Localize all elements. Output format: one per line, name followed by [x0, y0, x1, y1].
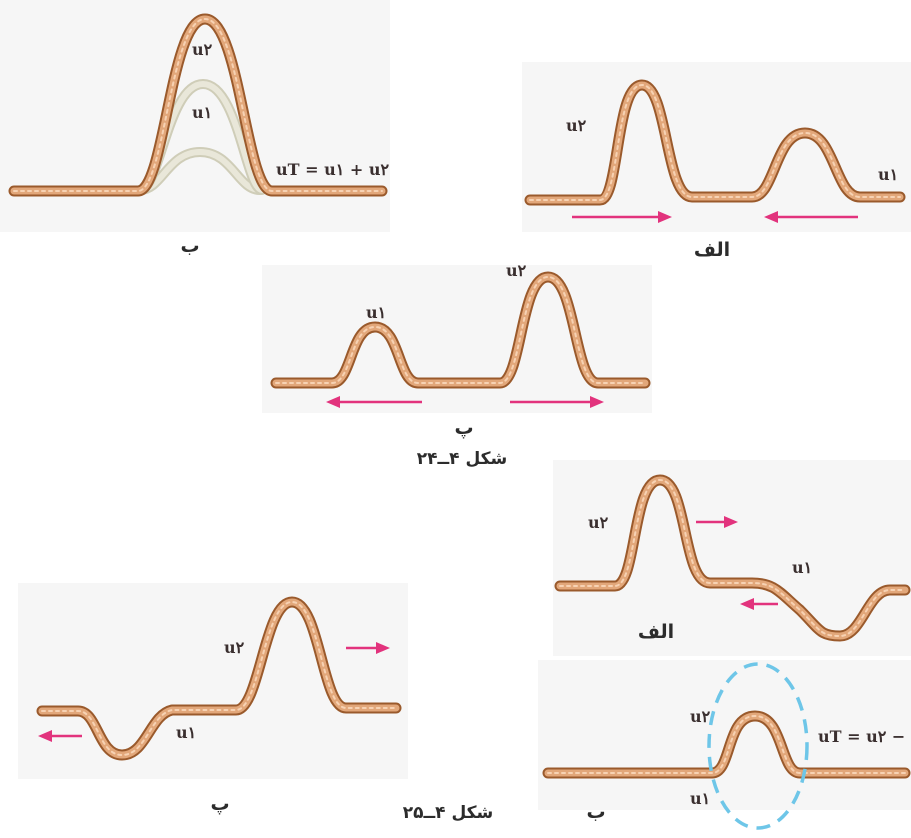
fig25-pe-arrow-right-head — [376, 642, 390, 654]
fig25-be-diff-label: uT = u۲ − u۱ — [818, 727, 911, 746]
fig24-be-caption: ب — [180, 235, 199, 257]
fig24-be-rope-twist — [13, 17, 383, 192]
fig24-panel-be: u۲ u۱ uT = u۱ + u۲ ب — [0, 0, 390, 257]
fig25-be-background — [538, 660, 911, 810]
fig24-panel-alef: u۲ u۱ الف — [522, 62, 911, 261]
fig24-be-sum-label: uT = u۱ + u۲ — [276, 160, 389, 179]
fig24-pe-arrow-right-head — [590, 396, 604, 408]
fig25-be-u1-label: u۱ — [690, 789, 710, 808]
fig25-alef-caption: الف — [638, 621, 674, 643]
fig24-be-u1-label: u۱ — [192, 103, 212, 122]
fig25-pe-arrow-left-head — [38, 730, 52, 742]
fig25-be-u2-label: u۲ — [690, 707, 711, 726]
fig24-alef-arrow-left — [764, 211, 858, 223]
fig24-panel-pe: u۱ u۲ پ — [262, 261, 652, 439]
fig25-pe-background — [18, 583, 408, 779]
fig24-alef-arrow-right-head — [658, 211, 672, 223]
fig25-pe-arrow-right — [346, 642, 390, 654]
fig24-pe-arrow-left — [326, 396, 422, 408]
fig24-pe-arrow-right — [510, 396, 604, 408]
fig24-pe-u2-label: u۲ — [506, 261, 527, 280]
fig25-pe-u1-label: u۱ — [176, 723, 196, 742]
fig24-pe-background — [262, 265, 652, 413]
fig24-pe-rope-twist — [275, 275, 646, 384]
fig25-pe-arrow-left — [38, 730, 82, 742]
fig25-caption: شکل ۴ــ۲۵ — [403, 803, 493, 823]
fig25-be-caption: ب — [586, 801, 605, 823]
fig25-alef-arrow-left-head — [740, 598, 754, 610]
fig25-alef-arrow-left — [740, 598, 778, 610]
fig24-be-ghost-pulse-1-inner — [137, 148, 263, 193]
fig24-alef-arrow-right — [572, 211, 672, 223]
fig24-alef-u2-label: u۲ — [566, 116, 587, 135]
fig24-alef-caption: الف — [694, 239, 730, 261]
fig25-panel-be: u۲ u۱ uT = u۲ − u۱ ب — [538, 660, 911, 830]
fig24-pe-u1-label: u۱ — [366, 303, 386, 322]
fig25-pe-rope-twist — [41, 600, 397, 757]
fig25-alef-arrow-right — [696, 516, 738, 528]
fig24-pe-arrow-left-head — [326, 396, 340, 408]
fig24-alef-u1-label: u۱ — [878, 165, 898, 184]
fig24-alef-background — [522, 62, 911, 232]
fig25-panel-pe: u۲ u۱ پ — [18, 583, 408, 815]
fig24-alef-rope-twist — [529, 83, 901, 201]
fig24-be-u2-label: u۲ — [192, 40, 213, 59]
fig25-pe-u2-label: u۲ — [224, 638, 245, 657]
fig25-panel-alef: u۲ u۱ الف — [553, 460, 911, 656]
fig24-pe-caption: پ — [454, 417, 473, 439]
fig24-caption: شکل ۴ــ۲۴ — [417, 449, 507, 469]
fig25-alef-u1-label: u۱ — [792, 558, 812, 577]
fig24-alef-arrow-left-head — [764, 211, 778, 223]
fig25-alef-background — [553, 460, 911, 656]
fig25-be-rope-twist — [547, 714, 906, 774]
fig25-alef-arrow-right-head — [724, 516, 738, 528]
fig25-be-highlight-ellipse — [707, 662, 809, 830]
fig25-alef-rope-twist — [559, 478, 906, 638]
fig25-pe-caption: پ — [210, 793, 229, 815]
fig25-alef-u2-label: u۲ — [588, 513, 609, 532]
